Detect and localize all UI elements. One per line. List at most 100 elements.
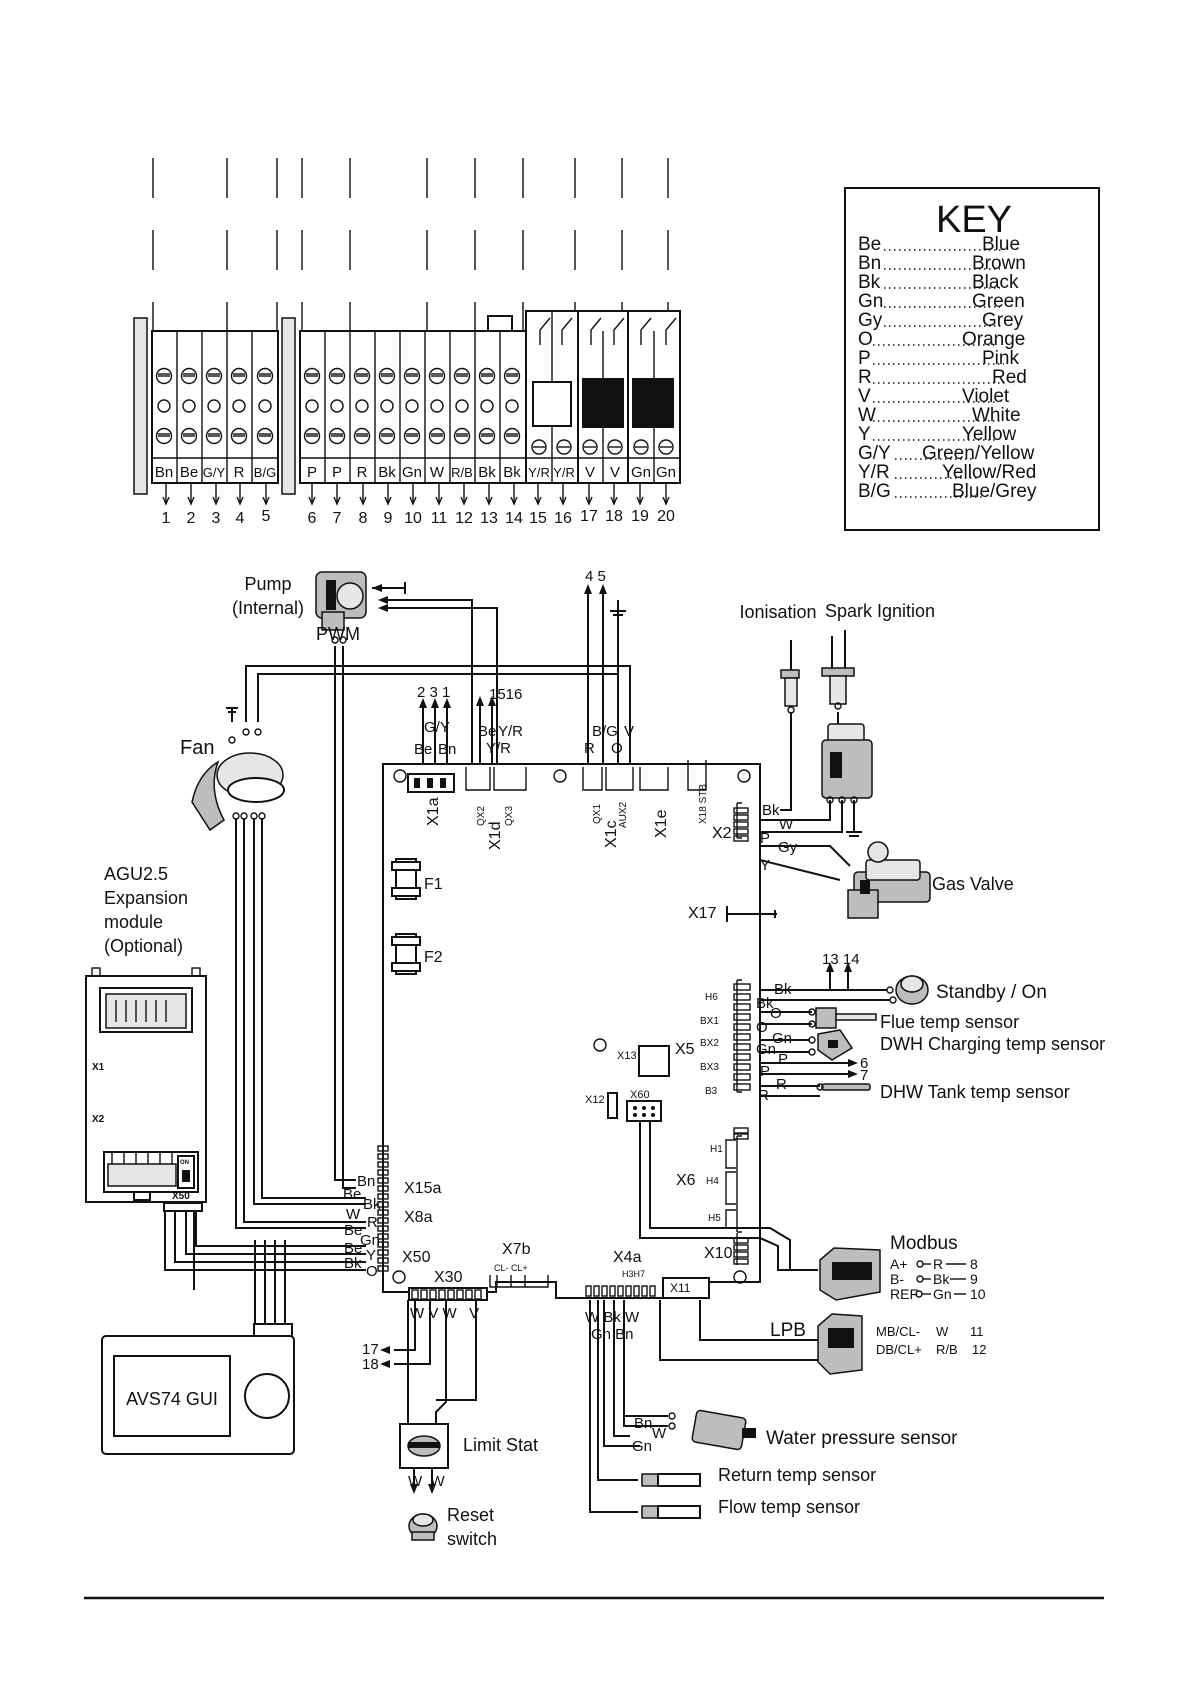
key-color-name: Grey	[982, 310, 1024, 331]
wire-label: Bn	[634, 1415, 652, 1432]
qx1-label: QX1	[592, 804, 603, 824]
terminal-screw	[303, 427, 321, 445]
terminal-screw	[180, 367, 198, 385]
key-color-name: Violet	[962, 386, 1010, 407]
wire-label: R	[367, 1214, 378, 1231]
wire-label: V	[624, 723, 634, 740]
bx2-label: BX2	[700, 1038, 719, 1049]
gas-valve-label: Gas Valve	[932, 874, 1014, 894]
terminal-screw	[232, 399, 246, 413]
agu-title: AGU2.5 Expansion module (Optional)	[104, 864, 188, 956]
terminal-screw	[355, 399, 369, 413]
terminal-strip: Bn Be G/Y R B/G P P R Bk Gn W R/B Bk Bk …	[133, 158, 681, 527]
wire-label: W Bk W	[585, 1309, 640, 1326]
terminal-color: Y/R	[528, 465, 550, 480]
agu-x1-label: X1	[92, 1062, 105, 1073]
wire-label: 2 3 1	[417, 684, 450, 701]
modbus-rows: A+ R 8 B- Bk 9 REF Gn 10	[890, 1256, 986, 1302]
terminal-color: Gn	[656, 464, 676, 481]
key-color-name: Blue/Grey	[952, 481, 1037, 502]
terminal-number: 11	[431, 510, 448, 527]
bx3-label: BX3	[700, 1062, 719, 1073]
modbus-a-wire: R	[933, 1256, 943, 1272]
key-title: KEY	[936, 199, 1012, 241]
x1e-label: X1e	[653, 809, 670, 838]
wire-label: O	[770, 1005, 782, 1022]
terminal-screw	[305, 399, 319, 413]
wire-label: W	[346, 1206, 361, 1223]
terminal-color: V	[610, 464, 620, 481]
reset-switch	[408, 1513, 438, 1541]
avs74-label: AVS74 GUI	[126, 1389, 218, 1409]
dhw-tank-sensor	[816, 1083, 871, 1091]
key-code: Be	[858, 234, 881, 255]
qx2-label: QX2	[476, 806, 487, 826]
lpb-mb-num: 11	[970, 1324, 984, 1339]
key-code: B/G	[858, 481, 891, 502]
wire-label: Bk	[756, 995, 774, 1012]
wire-label: Be	[344, 1240, 362, 1257]
terminal-screw	[353, 427, 371, 445]
wire-label: Y/R	[486, 740, 511, 757]
terminal-number: 10	[404, 510, 422, 527]
x4a-pins: H3H7	[622, 1269, 645, 1279]
terminal-screw	[428, 367, 446, 385]
key-color-name: Black	[972, 272, 1019, 293]
terminal-screw	[230, 367, 248, 385]
wire-label: 6	[860, 1055, 868, 1072]
terminal-color: R	[357, 464, 368, 481]
wire-label: Y/R	[498, 723, 523, 740]
modbus-b-num: 9	[970, 1271, 978, 1287]
dwh-charging-sensor	[808, 1029, 854, 1061]
terminal-screw	[505, 399, 519, 413]
aux2-label: AUX2	[618, 801, 629, 828]
pump-label: Pump	[244, 574, 291, 594]
key-code: R	[858, 367, 872, 388]
terminal-color: P	[307, 464, 317, 481]
ionisation-label: Ionisation	[739, 602, 816, 622]
x30-label: X30	[434, 1269, 463, 1286]
terminal-color: P	[332, 464, 342, 481]
lpb-mb: MB/CL-	[876, 1324, 920, 1339]
wire-label: Gn	[632, 1438, 652, 1455]
wire-label: Gn Bn	[591, 1326, 634, 1343]
flow-sensor-label: Flow temp sensor	[718, 1497, 860, 1517]
wire-label: 7	[860, 1067, 868, 1084]
terminal-screw	[478, 427, 496, 445]
terminal-color: Bk	[503, 464, 521, 481]
terminal-screw	[453, 367, 471, 385]
terminal-screw	[378, 367, 396, 385]
terminal-number: 16	[554, 510, 572, 527]
terminal-numbers: 1 2 3 4 5 6 7 8 9 10 11 12 13 14 15 16 1…	[162, 508, 675, 527]
x13-label: X13	[617, 1050, 637, 1062]
wire-label: Gn	[360, 1232, 380, 1249]
dhw-tank-label: DHW Tank temp sensor	[880, 1082, 1070, 1102]
wire-label: P	[760, 1063, 770, 1080]
terminal-number: 19	[631, 508, 649, 525]
key-code: G/Y	[858, 443, 891, 464]
key-color-name: Green/Yellow	[922, 443, 1035, 464]
wire-label: 17	[362, 1341, 379, 1358]
h4-label: H4	[706, 1176, 719, 1187]
wire-label: Gn	[756, 1041, 776, 1058]
wire-label: Be	[414, 741, 432, 758]
lpb-mb-wire: W	[936, 1324, 949, 1339]
terminal-screw	[155, 427, 173, 445]
x7b-label: X7b	[502, 1241, 531, 1258]
key-color-name: Brown	[972, 253, 1026, 274]
lpb-label: LPB	[770, 1320, 806, 1341]
key-color-name: Yellow/Red	[942, 462, 1036, 483]
terminal-number: 17	[580, 508, 598, 525]
wire-label: 4 5	[585, 568, 606, 585]
terminal-number: 5	[262, 508, 271, 525]
wire-label: W W	[408, 1473, 445, 1490]
main-pcb: QX2 QX3 QX1 AUX2 X18 STB X1a X1d X1c X1e…	[377, 760, 761, 1301]
standby-label: Standby / On	[936, 982, 1047, 1003]
pump-sub-label: (Internal)	[232, 598, 304, 618]
wire-label: 1516	[489, 686, 522, 703]
key-color-name: Green	[972, 291, 1025, 312]
agu-x2-label: X2	[92, 1114, 105, 1125]
wire-label: 18	[362, 1356, 379, 1373]
x15a-label: X15a	[404, 1180, 441, 1197]
terminal-screw	[478, 367, 496, 385]
